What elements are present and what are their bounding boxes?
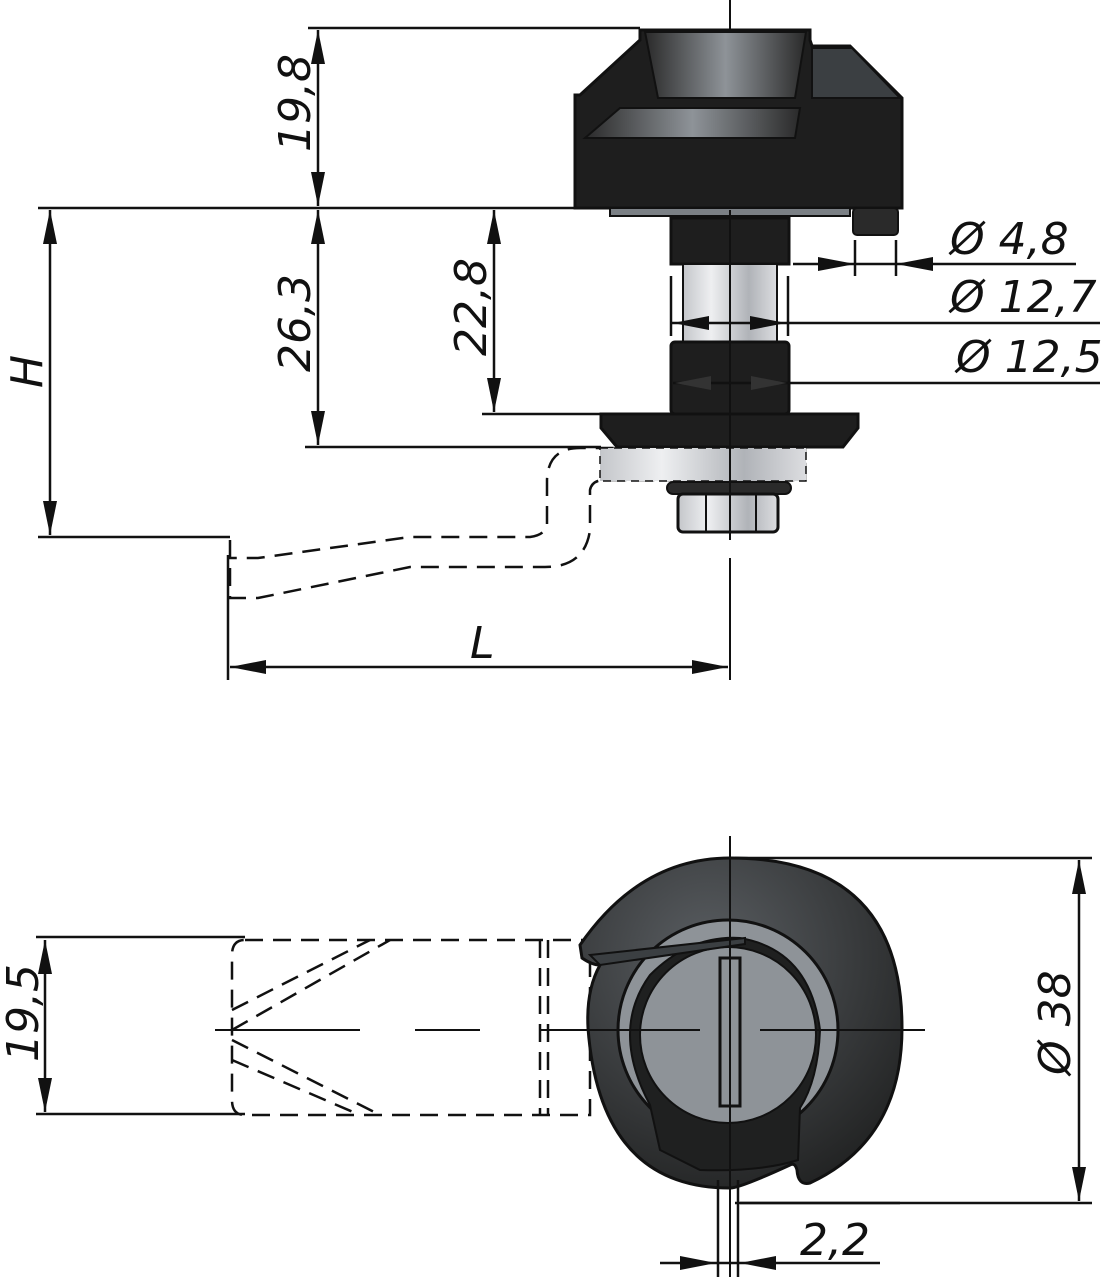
svg-text:L: L [470, 618, 495, 669]
svg-text:26,3: 26,3 [270, 274, 321, 372]
dimension-H: H [2, 210, 57, 535]
dimension-shank-upper: Ø 12,7 [669, 272, 1100, 336]
dimension-shank-lower: Ø 12,5 [673, 332, 1103, 390]
knob-head [573, 28, 904, 236]
svg-text:H: H [2, 355, 53, 388]
dimension-19-8: 19,8 [270, 30, 325, 206]
cam-plate [230, 938, 592, 1117]
svg-text:Ø 12,7: Ø 12,7 [948, 272, 1097, 323]
dimension-2-2: 2,2 [660, 1180, 900, 1277]
svg-text:Ø 38: Ø 38 [1030, 970, 1081, 1077]
dimension-L: L [230, 618, 728, 674]
dimension-22-8: 22,8 [446, 210, 501, 412]
svg-text:22,8: 22,8 [446, 258, 497, 356]
svg-text:19,8: 19,8 [270, 54, 321, 152]
svg-text:2,2: 2,2 [800, 1215, 870, 1266]
dimension-26-3: 26,3 [270, 210, 325, 445]
svg-text:Ø 4,8: Ø 4,8 [948, 214, 1069, 265]
svg-text:19,5: 19,5 [0, 964, 49, 1062]
side-view: 19,8 26,3 22,8 H L [2, 0, 1103, 680]
knob-front [578, 856, 904, 1190]
front-view: 19,5 Ø 38 2,2 [0, 836, 1092, 1277]
dimension-pin-diameter: Ø 4,8 [793, 214, 1076, 276]
svg-text:Ø 12,5: Ø 12,5 [954, 332, 1103, 383]
dimension-19-5: 19,5 [0, 935, 245, 1116]
